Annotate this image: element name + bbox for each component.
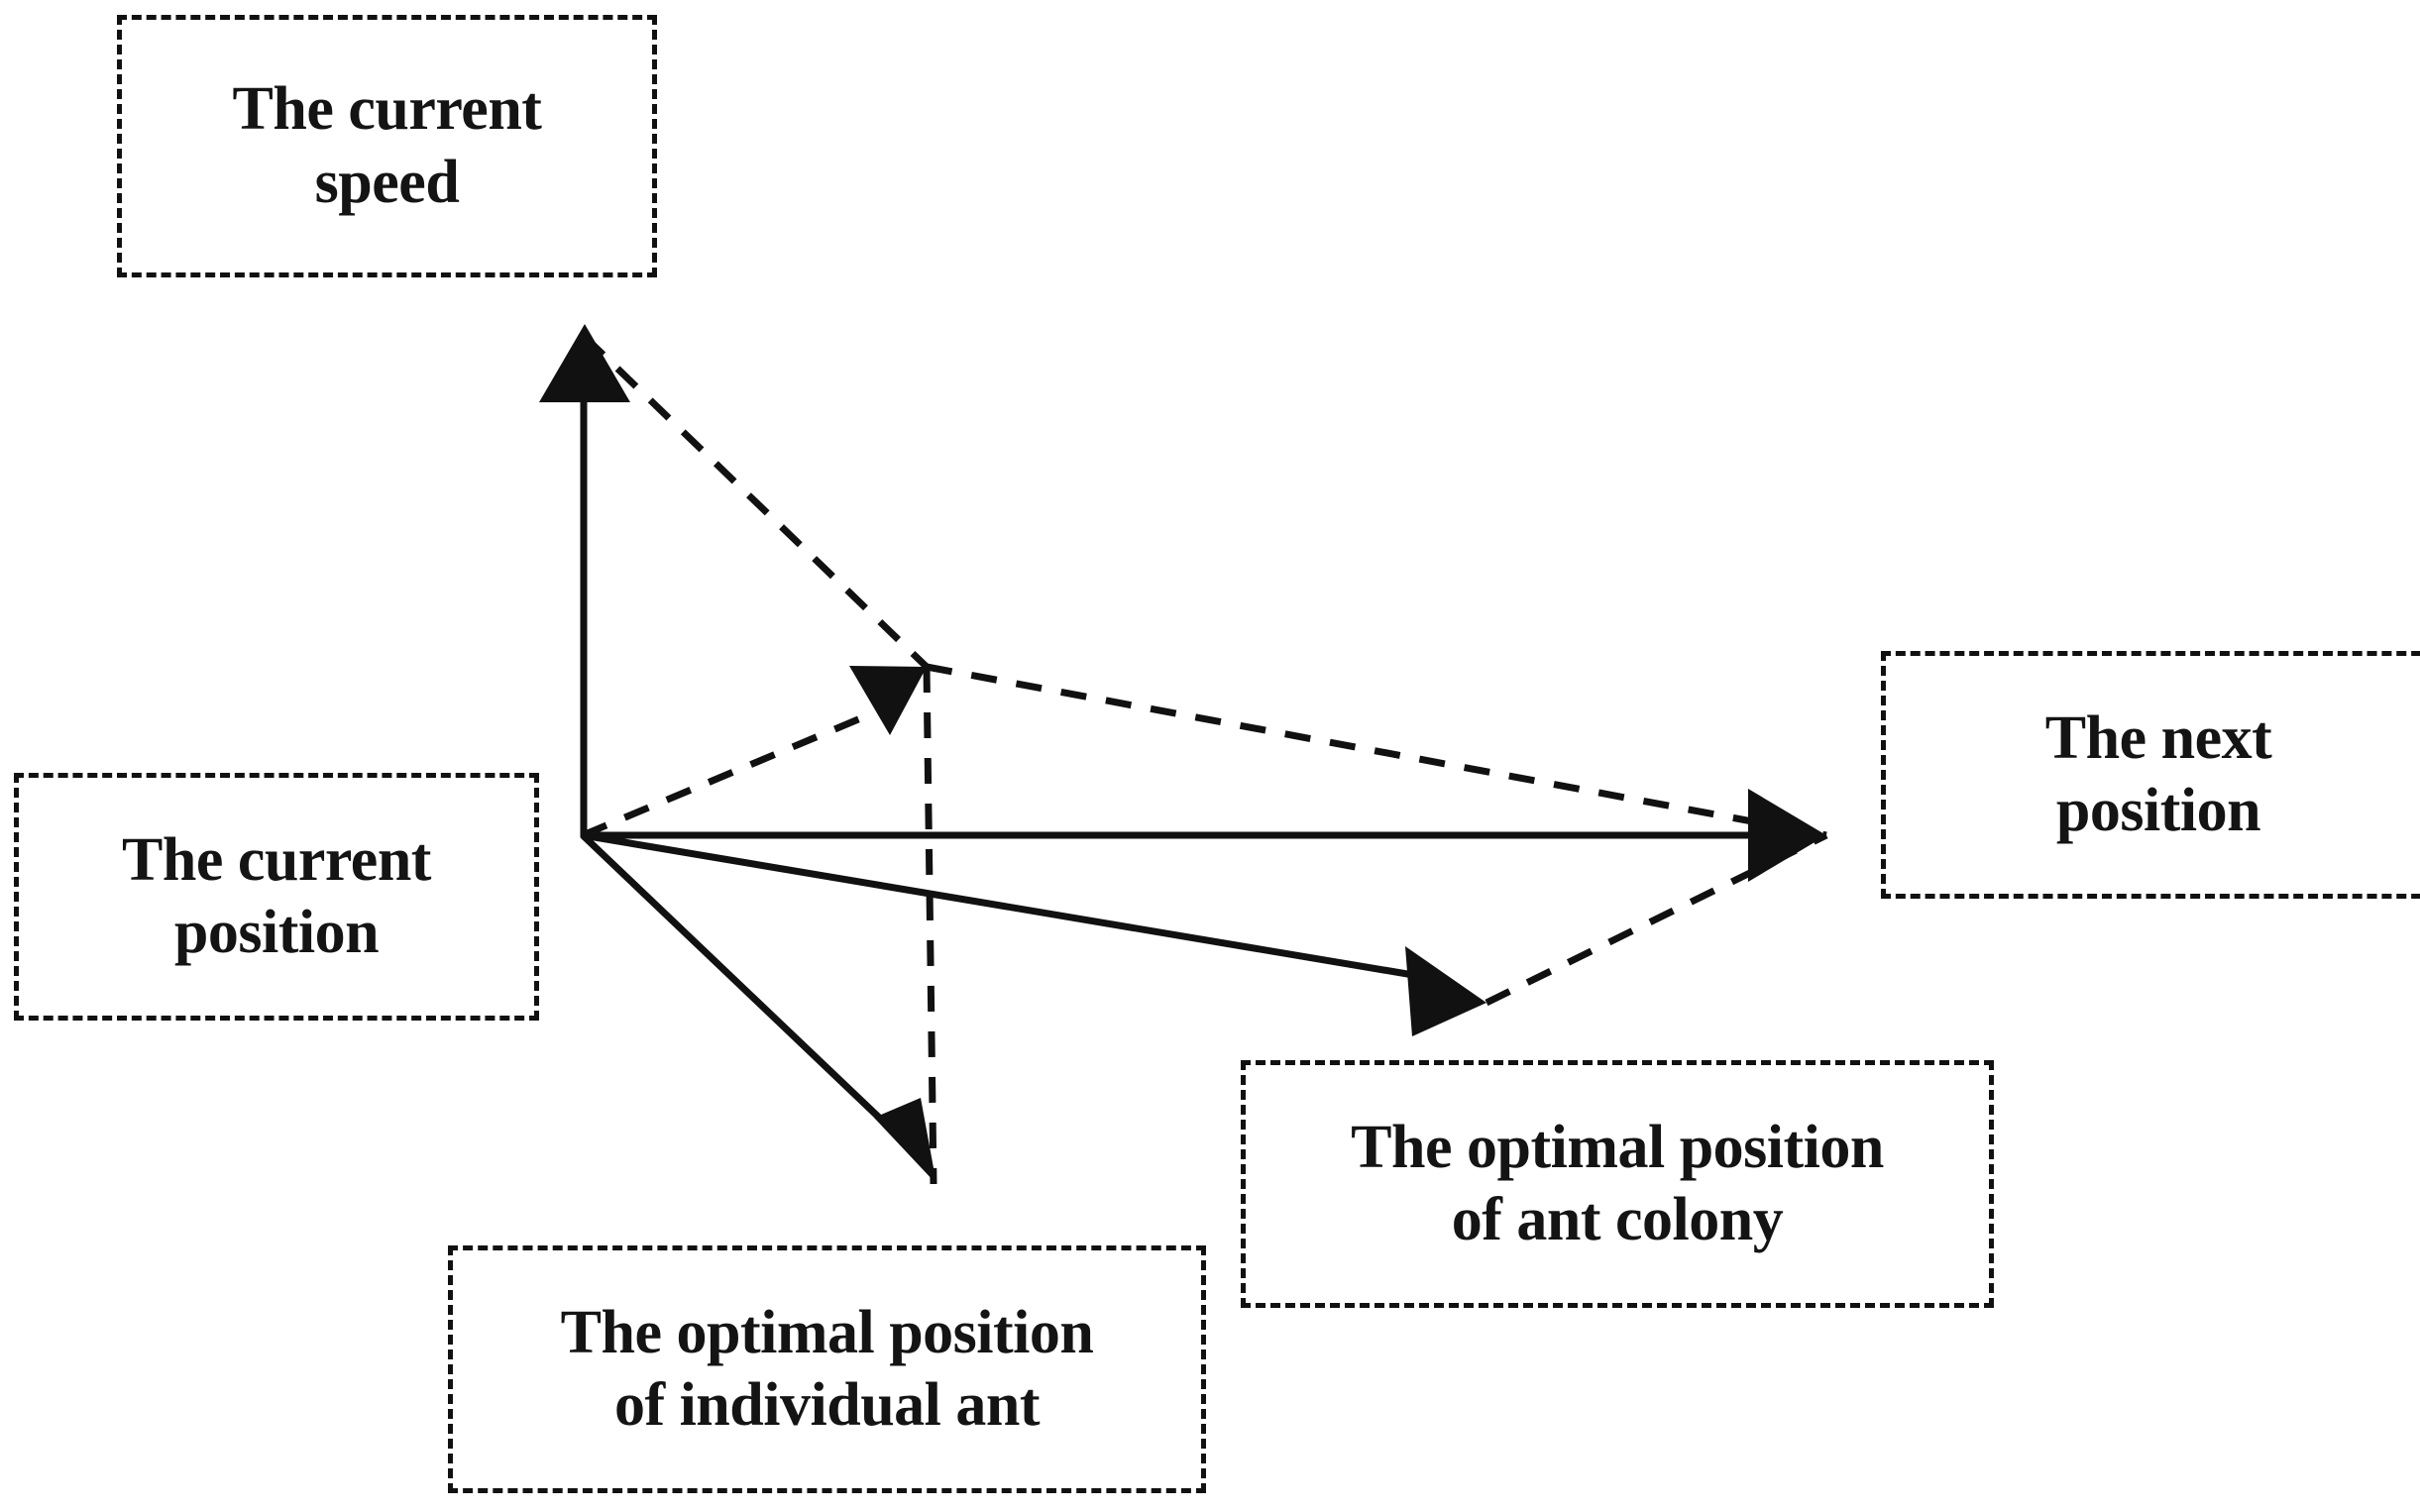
label-box-individual-ant: The optimal position of individual ant xyxy=(448,1245,1206,1493)
label-ant-colony-line2: of ant colony xyxy=(1451,1186,1784,1253)
label-individual-ant-line1: The optimal position xyxy=(560,1298,1094,1366)
label-box-ant-colony: The optimal position of ant colony xyxy=(1241,1060,1994,1308)
label-box-current-position: The current position xyxy=(14,773,539,1021)
ant-colony-vector-line xyxy=(582,831,1420,980)
junction-to-next-dashed-line xyxy=(926,663,1827,839)
label-next-position-line2: position xyxy=(2055,777,2261,844)
current-speed-arrowhead xyxy=(539,324,630,402)
speed-projection-dashed-line xyxy=(582,334,930,670)
label-box-current-speed: The current speed xyxy=(117,15,657,277)
label-current-speed-line2: speed xyxy=(314,148,460,216)
partial-resultant-arrowhead xyxy=(849,666,927,735)
ant-colony-arrowhead xyxy=(1405,946,1486,1036)
junction-drop-dashed-line xyxy=(923,666,937,1185)
label-individual-ant-line2: of individual ant xyxy=(613,1371,1041,1439)
label-ant-colony-line1: The optimal position xyxy=(1351,1113,1884,1181)
next-position-arrowhead xyxy=(1748,789,1826,882)
label-current-position-line2: position xyxy=(173,899,380,966)
label-next-position-line1: The next xyxy=(2044,703,2272,772)
label-current-position-line1: The current xyxy=(122,825,431,894)
label-current-speed-line1: The current xyxy=(232,75,542,144)
label-box-next-position: The next position xyxy=(1881,651,2420,899)
partial-resultant-dashed-line xyxy=(581,695,910,839)
individual-ant-vector-line xyxy=(580,832,898,1135)
individual-ant-arrowhead xyxy=(874,1098,936,1184)
colony-to-next-dashed-line xyxy=(1485,831,1828,1007)
